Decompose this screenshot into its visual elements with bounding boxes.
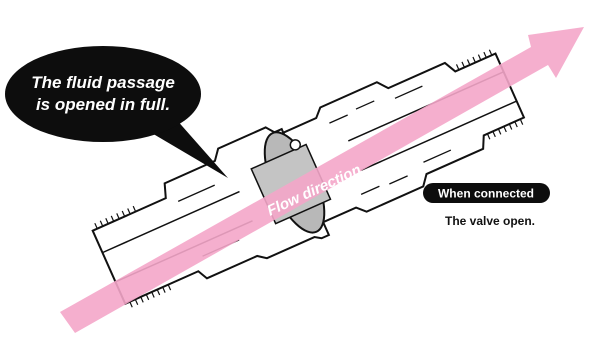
callout-line-2: is opened in full.: [36, 95, 170, 114]
callout-line-1: The fluid passage: [31, 73, 175, 92]
status-badge: When connected: [423, 183, 550, 203]
callout-bubble: The fluid passage is opened in full.: [5, 46, 228, 178]
status-subtitle: The valve open.: [445, 214, 535, 228]
status-title: When connected: [438, 187, 534, 201]
